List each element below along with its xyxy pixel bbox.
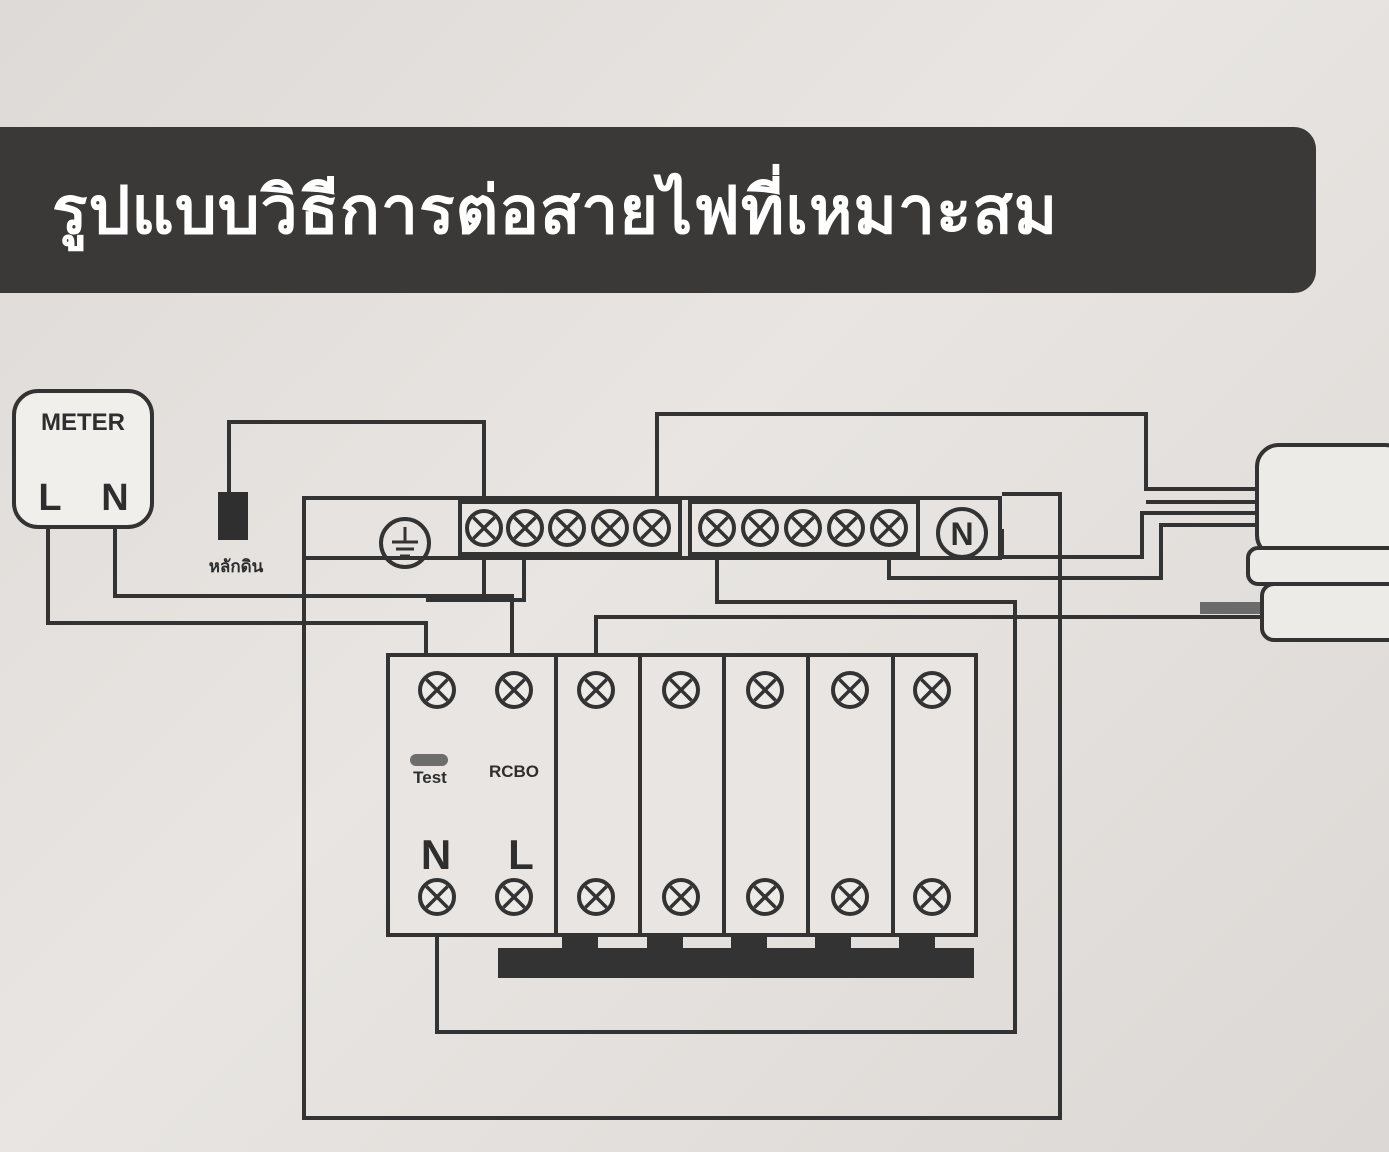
rcbo-name-label: RCBO — [489, 762, 539, 781]
rcbo-n-label: N — [421, 831, 451, 878]
load-device — [1200, 443, 1389, 642]
breaker-screws — [418, 671, 951, 916]
wire-load-3 — [887, 523, 1257, 580]
busbar-tooth — [899, 935, 935, 949]
terminal-screw-icon — [548, 509, 586, 547]
wire-meter-l — [46, 527, 428, 660]
breaker-dividers — [638, 655, 895, 935]
wire-inner-loop — [435, 557, 1017, 1034]
wire-breaker-feed — [594, 615, 1260, 660]
terminal-screw-icon — [633, 509, 671, 547]
test-button[interactable] — [410, 754, 448, 766]
neutral-symbol: N — [936, 507, 988, 559]
page-title: รูปแบบวิธีการต่อสายไฟที่เหมาะสม — [52, 171, 1059, 249]
meter: METER L N — [12, 389, 154, 529]
title-banner: รูปแบบวิธีการต่อสายไฟที่เหมาะสม — [0, 127, 1316, 293]
meter-n-label: N — [101, 477, 128, 519]
load-device-band — [1246, 546, 1389, 586]
load-device-base — [1260, 582, 1389, 642]
wire-top-right — [655, 412, 1257, 500]
wire-outer-loop — [302, 492, 1062, 1120]
bar-screws — [465, 509, 908, 547]
rcbo-test-label: Test — [413, 768, 447, 787]
terminal-screw-icon — [870, 509, 908, 547]
meter-l-label: L — [38, 477, 61, 519]
terminal-screw-icon — [591, 509, 629, 547]
terminal-screw-icon — [698, 509, 736, 547]
rcbo-l-label: L — [508, 831, 534, 878]
wire-load-2 — [1000, 511, 1257, 559]
terminal-block: N — [302, 496, 1002, 569]
busbar-tooth — [647, 935, 683, 949]
ground-rod-label: หลักดิน — [209, 557, 264, 576]
terminal-screw-icon — [465, 509, 503, 547]
breaker-panel: Test RCBO N L — [386, 653, 978, 978]
busbar-tooth — [731, 935, 767, 949]
ground-symbol-icon — [379, 517, 431, 569]
terminal-screw-icon — [662, 878, 700, 916]
load-device-top — [1255, 443, 1389, 559]
terminal-screw-icon — [741, 509, 779, 547]
busbar-tooth — [815, 935, 851, 949]
terminal-screw-icon — [495, 671, 533, 709]
terminal-screw-icon — [746, 671, 784, 709]
terminal-screw-icon — [577, 671, 615, 709]
terminal-screw-icon — [831, 671, 869, 709]
wire-rcbo-l — [484, 594, 514, 660]
terminal-screw-icon — [784, 509, 822, 547]
ground-rod: หลักดิน — [209, 492, 264, 576]
terminal-screw-icon — [577, 878, 615, 916]
ground-rod-block — [218, 492, 248, 540]
wire-meter-n — [113, 527, 486, 598]
busbar-icon — [498, 935, 974, 978]
terminal-screw-icon — [662, 671, 700, 709]
load-device-pipe — [1200, 602, 1260, 614]
terminal-screw-icon — [506, 509, 544, 547]
terminal-screw-icon — [831, 878, 869, 916]
terminal-screw-icon — [495, 878, 533, 916]
busbar-tooth — [562, 935, 598, 949]
terminal-screw-icon — [827, 509, 865, 547]
meter-box — [12, 389, 154, 529]
wire-bar-rcbo — [426, 557, 526, 602]
neutral-symbol-label: N — [950, 516, 973, 552]
terminal-screw-icon — [746, 878, 784, 916]
wires — [46, 412, 1260, 1120]
wire-ground-rod — [227, 420, 486, 508]
terminal-screw-icon — [913, 671, 951, 709]
terminal-screw-icon — [418, 671, 456, 709]
terminal-screw-icon — [418, 878, 456, 916]
terminal-screw-icon — [913, 878, 951, 916]
meter-label: METER — [41, 409, 125, 436]
